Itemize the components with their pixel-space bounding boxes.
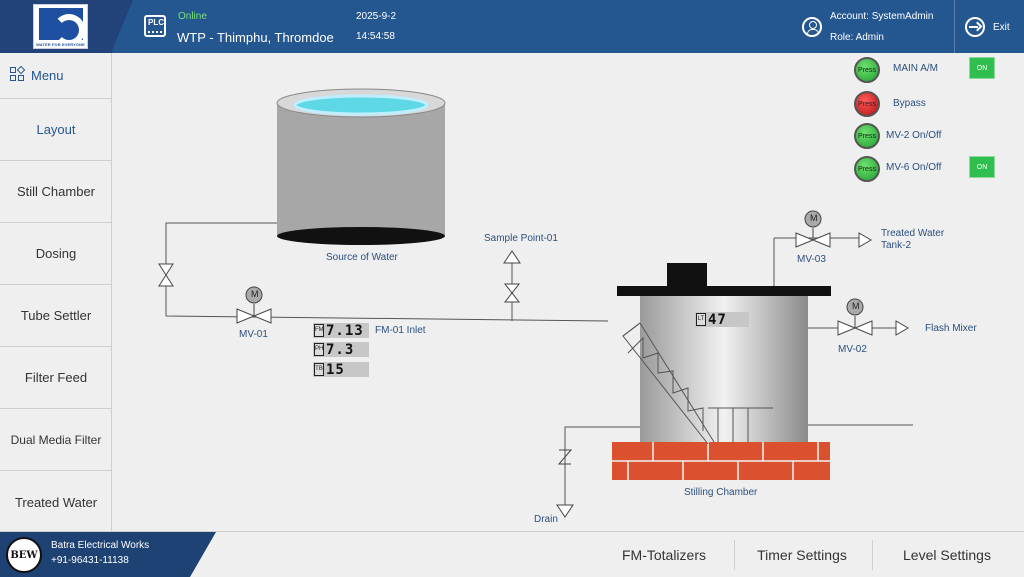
logo-area: WATER FOR EVERYONE [0,0,112,53]
level-display: LT 47 [695,311,749,328]
footer-divider [734,540,735,570]
mv-6-onoff-label: MV-6 On/Off [886,162,942,173]
connection-status: Online [178,11,207,22]
main-am-on-indicator: ON [969,57,995,79]
sidebar-item-dual-media-filter[interactable]: Dual Media Filter [0,409,112,471]
turbidity-value: 15 [326,361,345,378]
account-name: Account: SystemAdmin [830,11,934,22]
mv-02-valve-icon [837,298,909,336]
sidebar-item-treated-water[interactable]: Treated Water [14,494,98,510]
sample-point-label: Sample Point-01 [484,233,558,244]
footer-wedge [190,532,216,577]
mv-03-label: MV-03 [797,254,826,265]
timer-settings-button[interactable]: Timer Settings [757,546,847,563]
water-logo-icon [38,8,83,40]
sidebar: Menu Layout Still Chamber Dosing Tube Se… [0,53,112,531]
mv-02-label: MV-02 [838,344,867,355]
mv-03-motor-label: M [810,213,818,223]
menu-button[interactable]: Menu [0,53,112,99]
bew-logo: BEW [6,537,42,573]
level-settings-button[interactable]: Level Settings [903,546,991,563]
current-date: 2025-9-2 [356,11,397,22]
fm-totalizers-button[interactable]: FM-Totalizers [621,546,706,563]
stilling-chamber-tank [612,263,831,480]
bypass-press-button[interactable]: Press [854,91,880,117]
header-bar: WATER FOR EVERYONE PLC Online WTP - Thim… [0,0,1024,53]
mv-2-press-button[interactable]: Press [854,123,880,149]
sidebar-item-filter-feed[interactable]: Filter Feed [0,347,112,409]
user-icon [802,17,822,37]
exit-button[interactable]: Exit [954,0,1024,53]
drain-icon [556,449,574,518]
sidebar-item-layout[interactable]: Layout [0,99,112,161]
fm-value: 7.13 [326,322,364,339]
source-of-water-label: Source of Water [326,252,398,263]
main-am-label: MAIN A/M [893,63,939,74]
fm-01-inlet-label: FM-01 Inlet [375,325,426,336]
sidebar-item-tube-settler[interactable]: Tube Settler [0,285,112,347]
turbidity-display: TB 15 [313,361,369,378]
manual-valve-icon [158,263,174,287]
mv-03-valve-icon [795,210,872,248]
footer-bar: BEW Batra Electrical Works +91-96431-111… [0,531,1024,577]
exit-icon [965,17,985,37]
drain-label: Drain [534,514,558,525]
company-phone: +91-96431-11138 [51,555,129,566]
mv-01-label: MV-01 [239,329,268,340]
company-logo: WATER FOR EVERYONE [33,4,88,49]
menu-label: Menu [31,68,64,83]
ph-display: PH 7.3 [313,341,369,358]
sample-valve-icon [503,250,521,303]
mv-02-motor-label: M [852,301,860,311]
stilling-chamber-label: Stilling Chamber [684,487,758,498]
site-name: WTP - Thimphu, Thromdoe [177,30,334,45]
mv-6-press-button[interactable]: Press [854,156,880,182]
plc-icon: PLC [144,15,166,37]
flash-mixer-label: Flash Mixer [925,323,977,334]
menu-grid-icon [10,65,26,83]
company-name: Batra Electrical Works [51,540,150,551]
process-diagram: Source of Water Sample Point-01 Stilling… [113,53,1024,531]
bypass-label: Bypass [893,98,926,109]
current-time: 14:54:58 [356,31,395,42]
mv-01-valve-icon [236,286,272,324]
source-tank [276,88,446,245]
tank-2-label: Tank-2 [881,240,912,251]
piping-diagram [158,88,913,518]
sidebar-item-still-chamber[interactable]: Still Chamber [0,161,112,223]
account-role: Role: Admin [830,32,884,43]
header-wedge [111,0,142,53]
mv-2-onoff-label: MV-2 On/Off [886,130,942,141]
mv-01-motor-label: M [251,289,259,299]
logo-tagline: WATER FOR EVERYONE [36,42,85,47]
mv-6-on-indicator: ON [969,156,995,178]
footer-divider [872,540,873,570]
level-value: 47 [708,311,727,328]
main-am-press-button[interactable]: Press [854,57,880,83]
company-brand: BEW Batra Electrical Works +91-96431-111… [0,532,190,577]
fm-display: FM 7.13 [313,322,369,339]
sidebar-item-dosing[interactable]: Dosing [0,223,112,285]
exit-label: Exit [993,22,1010,33]
treated-water-label: Treated Water [881,228,945,239]
ph-value: 7.3 [326,341,355,358]
